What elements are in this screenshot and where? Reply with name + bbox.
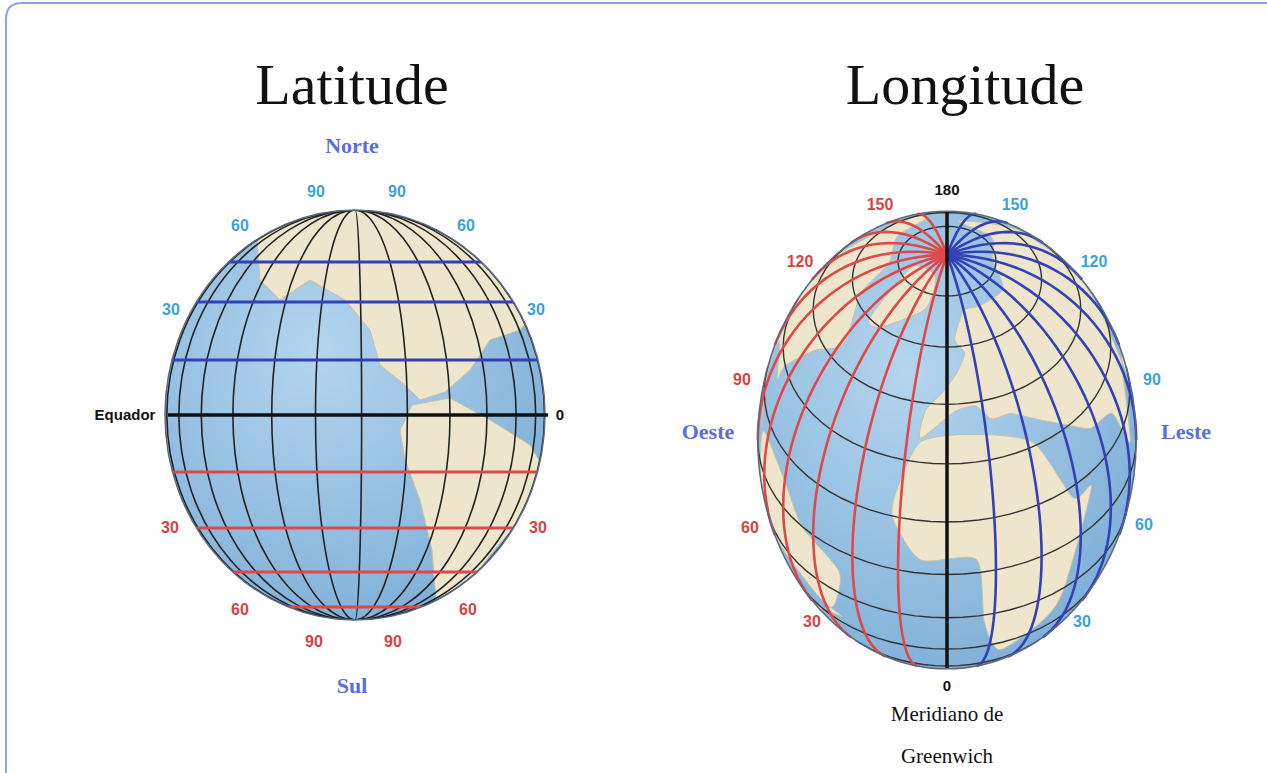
degree-number: 90 xyxy=(307,183,325,201)
degree-number: 60 xyxy=(231,217,249,235)
meridian-caption: Meridiano de Greenwich xyxy=(857,693,1037,773)
degree-number: 60 xyxy=(457,217,475,235)
degree-number: 30 xyxy=(527,301,545,319)
prime-meridian xyxy=(947,211,948,669)
direction-label: Oeste xyxy=(682,420,735,444)
degree-number: 30 xyxy=(162,301,180,319)
latitude-globe xyxy=(150,205,560,630)
meridian-line xyxy=(947,255,1111,600)
meridian-line xyxy=(947,255,1136,440)
degree-number: 60 xyxy=(741,519,759,537)
meridian-line xyxy=(783,255,947,600)
degree-number: 30 xyxy=(1073,613,1091,631)
meridian-line xyxy=(947,255,1042,657)
meridian-line xyxy=(775,252,947,345)
direction-label: Norte xyxy=(325,134,379,158)
degree-number: 150 xyxy=(1002,196,1029,214)
meridian-line xyxy=(947,255,1130,535)
degree-number: 30 xyxy=(529,519,547,537)
south-america xyxy=(400,398,545,630)
degree-number: 90 xyxy=(388,183,406,201)
degree-number: 0 xyxy=(556,407,564,424)
degree-number: 90 xyxy=(733,371,751,389)
meridian-line xyxy=(813,255,947,637)
degree-number: 180 xyxy=(934,182,959,199)
degree-number: 30 xyxy=(161,519,179,537)
meridian-line xyxy=(947,221,1008,255)
frame-border xyxy=(6,3,1267,773)
direction-label: Sul xyxy=(337,674,368,698)
prime-meridian-line xyxy=(945,255,949,669)
degree-number: 60 xyxy=(459,601,477,619)
degree-number: 90 xyxy=(384,633,402,651)
meridian-line xyxy=(947,255,996,666)
equator-line xyxy=(168,413,548,417)
globe-ocean xyxy=(758,211,1136,669)
meridian-line xyxy=(898,255,947,666)
degree-number: 60 xyxy=(231,601,249,619)
meridian-line xyxy=(947,214,976,255)
meridian-line xyxy=(947,255,1081,637)
north-parallels xyxy=(150,262,560,360)
meridian-line xyxy=(947,232,1043,255)
degree-number: 0 xyxy=(943,678,951,695)
meridian-line xyxy=(947,252,1119,345)
prime-meridian-line xyxy=(945,211,949,255)
meridian-line xyxy=(758,255,947,440)
direction-label: Leste xyxy=(1161,420,1211,444)
degree-number: 90 xyxy=(305,633,323,651)
globe-outline xyxy=(758,211,1136,669)
degree-number: 120 xyxy=(1081,253,1108,271)
degree-number: 120 xyxy=(787,253,814,271)
equator-label: Equador xyxy=(95,407,156,424)
panel-title: Longitude xyxy=(846,53,1084,117)
degree-number: 90 xyxy=(1143,371,1161,389)
south-parallels xyxy=(150,472,560,607)
degree-number: 30 xyxy=(803,613,821,631)
degree-number: 150 xyxy=(867,196,894,214)
degree-number: 60 xyxy=(1135,516,1153,534)
meridian-line xyxy=(947,243,1082,280)
longitude-globe xyxy=(758,211,1136,669)
panel-title: Latitude xyxy=(255,53,448,117)
